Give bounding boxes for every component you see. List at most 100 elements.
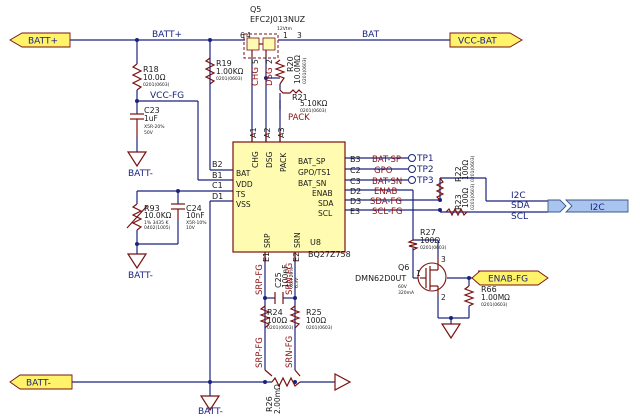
svg-text:ENAB-FG: ENAB-FG [488,275,528,285]
r18-resistor: R18 10.0Ω 0201(0603) [131,63,170,91]
svg-text:Q6: Q6 [398,263,409,272]
testpoint-tp2: TP2 [408,165,434,175]
net-batt-plus: BATT+ [152,30,182,40]
svg-text:R20: R20 [286,56,295,72]
svg-text:DSG: DSG [265,151,274,168]
svg-text:SRN: SRN [293,232,302,248]
r25-resistor: R25 100Ω 0201(0603) [289,305,333,331]
port-enab-fg: ENAB-FG [471,270,549,286]
r21-resistor: R21 5.10KΩ 0201(0603) [279,89,328,114]
r27-resistor: R27 100Ω 0201(0603) [407,228,447,251]
svg-text:SDA: SDA [318,199,334,208]
q6-pin3: 3 [441,255,446,264]
svg-text:1.00MΩ: 1.00MΩ [481,293,510,302]
svg-text:TS: TS [235,190,246,199]
net-srn-fg-bot: SRN-FG [285,336,295,368]
c25-capacitor: C25 100nF X5R-20% 6.3V [274,265,300,304]
svg-text:VDD: VDD [236,180,253,189]
svg-text:SRP: SRP [263,233,272,248]
wires [68,39,548,396]
svg-text:B3: B3 [350,155,361,164]
svg-text:0201(0603): 0201(0603) [300,108,327,114]
r23-resistor: R23 100Ω 0201(0603) [445,183,476,217]
svg-text:SCL: SCL [318,209,333,218]
net-sda-fg: SDA-FG [370,197,402,207]
svg-text:10.0KΩ: 10.0KΩ [144,211,172,220]
r66-resistor: R66 1.00MΩ 0201(0603) [463,285,510,308]
svg-text:C25: C25 [274,272,283,288]
svg-text:Q5: Q5 [250,5,261,14]
port-batt-minus: BATT- [9,374,73,390]
q6-mosfet: 1 3 2 Q6 DMN62D0UT 60V 320mA [355,255,447,302]
r93-thermistor: R93 10.0KΩ 1% 3435 K 0402(1005) [126,203,172,231]
svg-text:6.3V: 6.3V [294,277,300,288]
net-scl: SCL [511,212,528,222]
svg-text:1.00KΩ: 1.00KΩ [216,67,244,76]
svg-text:C2: C2 [350,166,361,175]
svg-text:C1: C1 [212,181,223,190]
svg-text:EFC2J013NUZ: EFC2J013NUZ [250,15,306,24]
svg-text:A1: A1 [249,127,258,138]
svg-text:5.10KΩ: 5.10KΩ [300,99,328,108]
svg-text:BAT_SP: BAT_SP [298,157,326,166]
svg-text:4: 4 [246,31,251,40]
svg-text:BATT-: BATT- [26,379,51,389]
batt-minus-arrow [334,373,352,391]
svg-text:BATT+: BATT+ [28,37,58,47]
svg-text:5: 5 [251,59,260,64]
ground-1: BATT- [126,151,153,179]
net-bat-sp: BAT-SP [372,155,401,165]
c24-capacitor: C24 10nF X5R-10% 10V [171,203,207,231]
net-sda: SDA [511,201,530,211]
ground-2: BATT- [126,253,153,281]
svg-text:10.0MΩ: 10.0MΩ [293,55,302,84]
svg-text:CHG: CHG [251,151,260,168]
net-scl-fg: SCL-FG [372,207,402,217]
svg-text:BATT-: BATT- [128,169,153,179]
c23-capacitor: C23 1uF X5R-20% 50V [130,106,165,137]
svg-text:60V: 60V [398,284,408,290]
testpoint-tp3: TP3 [408,176,434,186]
svg-text:C23: C23 [144,106,160,115]
svg-text:12Vtm: 12Vtm [277,26,292,32]
svg-text:2.00mΩ: 2.00mΩ [273,384,282,414]
svg-text:X5R-20%: X5R-20% [144,124,165,130]
svg-text:DSG: DSG [265,67,275,86]
svg-text:TP3: TP3 [416,176,434,186]
svg-text:0201(0603): 0201(0603) [143,82,170,88]
svg-text:E1: E1 [262,252,271,262]
svg-text:1% 3435 K: 1% 3435 K [144,220,169,226]
svg-text:ENAB: ENAB [312,189,333,198]
svg-text:VSS: VSS [236,200,251,209]
svg-text:C3: C3 [350,177,361,186]
svg-text:6: 6 [240,31,245,40]
r24-resistor: R24 100Ω 0201(0603) [259,305,294,331]
svg-text:D1: D1 [212,192,223,201]
testpoint-tp1: TP1 [408,154,434,164]
svg-text:BAT_SN: BAT_SN [298,179,326,188]
svg-text:D3: D3 [350,197,361,206]
net-vcc-fg: VCC-FG [150,91,184,101]
port-i2c-bus: I2C [547,199,629,213]
svg-text:10V: 10V [186,225,196,231]
svg-text:BATT-: BATT- [128,271,153,281]
net-srp-fg-bot: SRP-FG [255,337,265,368]
net-bat-sn: BAT-SN [372,177,402,187]
net-pack: PACK [288,113,310,123]
q6-pin2: 2 [441,293,446,302]
net-srp-fg-top: SRP-FG [255,264,265,295]
svg-text:0201(0603): 0201(0603) [267,325,294,331]
port-batt-plus: BATT+ [9,32,71,48]
q6-pin1: 1 [416,269,421,278]
r26-shunt-resistor: R26 2.00mΩ [264,369,301,414]
ground-4: BATT- [198,395,223,417]
svg-text:100Ω: 100Ω [306,316,326,325]
q5-mosfet: Q5 EFC2J013NUZ 12Vtm 6 4 1 3 CHG 5 DSG 2 [240,5,306,86]
svg-text:0201(0603): 0201(0603) [306,325,333,331]
svg-text:C24: C24 [186,204,202,213]
svg-text:R18: R18 [143,65,159,74]
svg-text:10.0Ω: 10.0Ω [143,73,166,82]
svg-text:0201(0603): 0201(0603) [470,155,476,182]
svg-text:10nF: 10nF [186,211,205,220]
svg-text:DMN62D0UT: DMN62D0UT [355,274,406,283]
